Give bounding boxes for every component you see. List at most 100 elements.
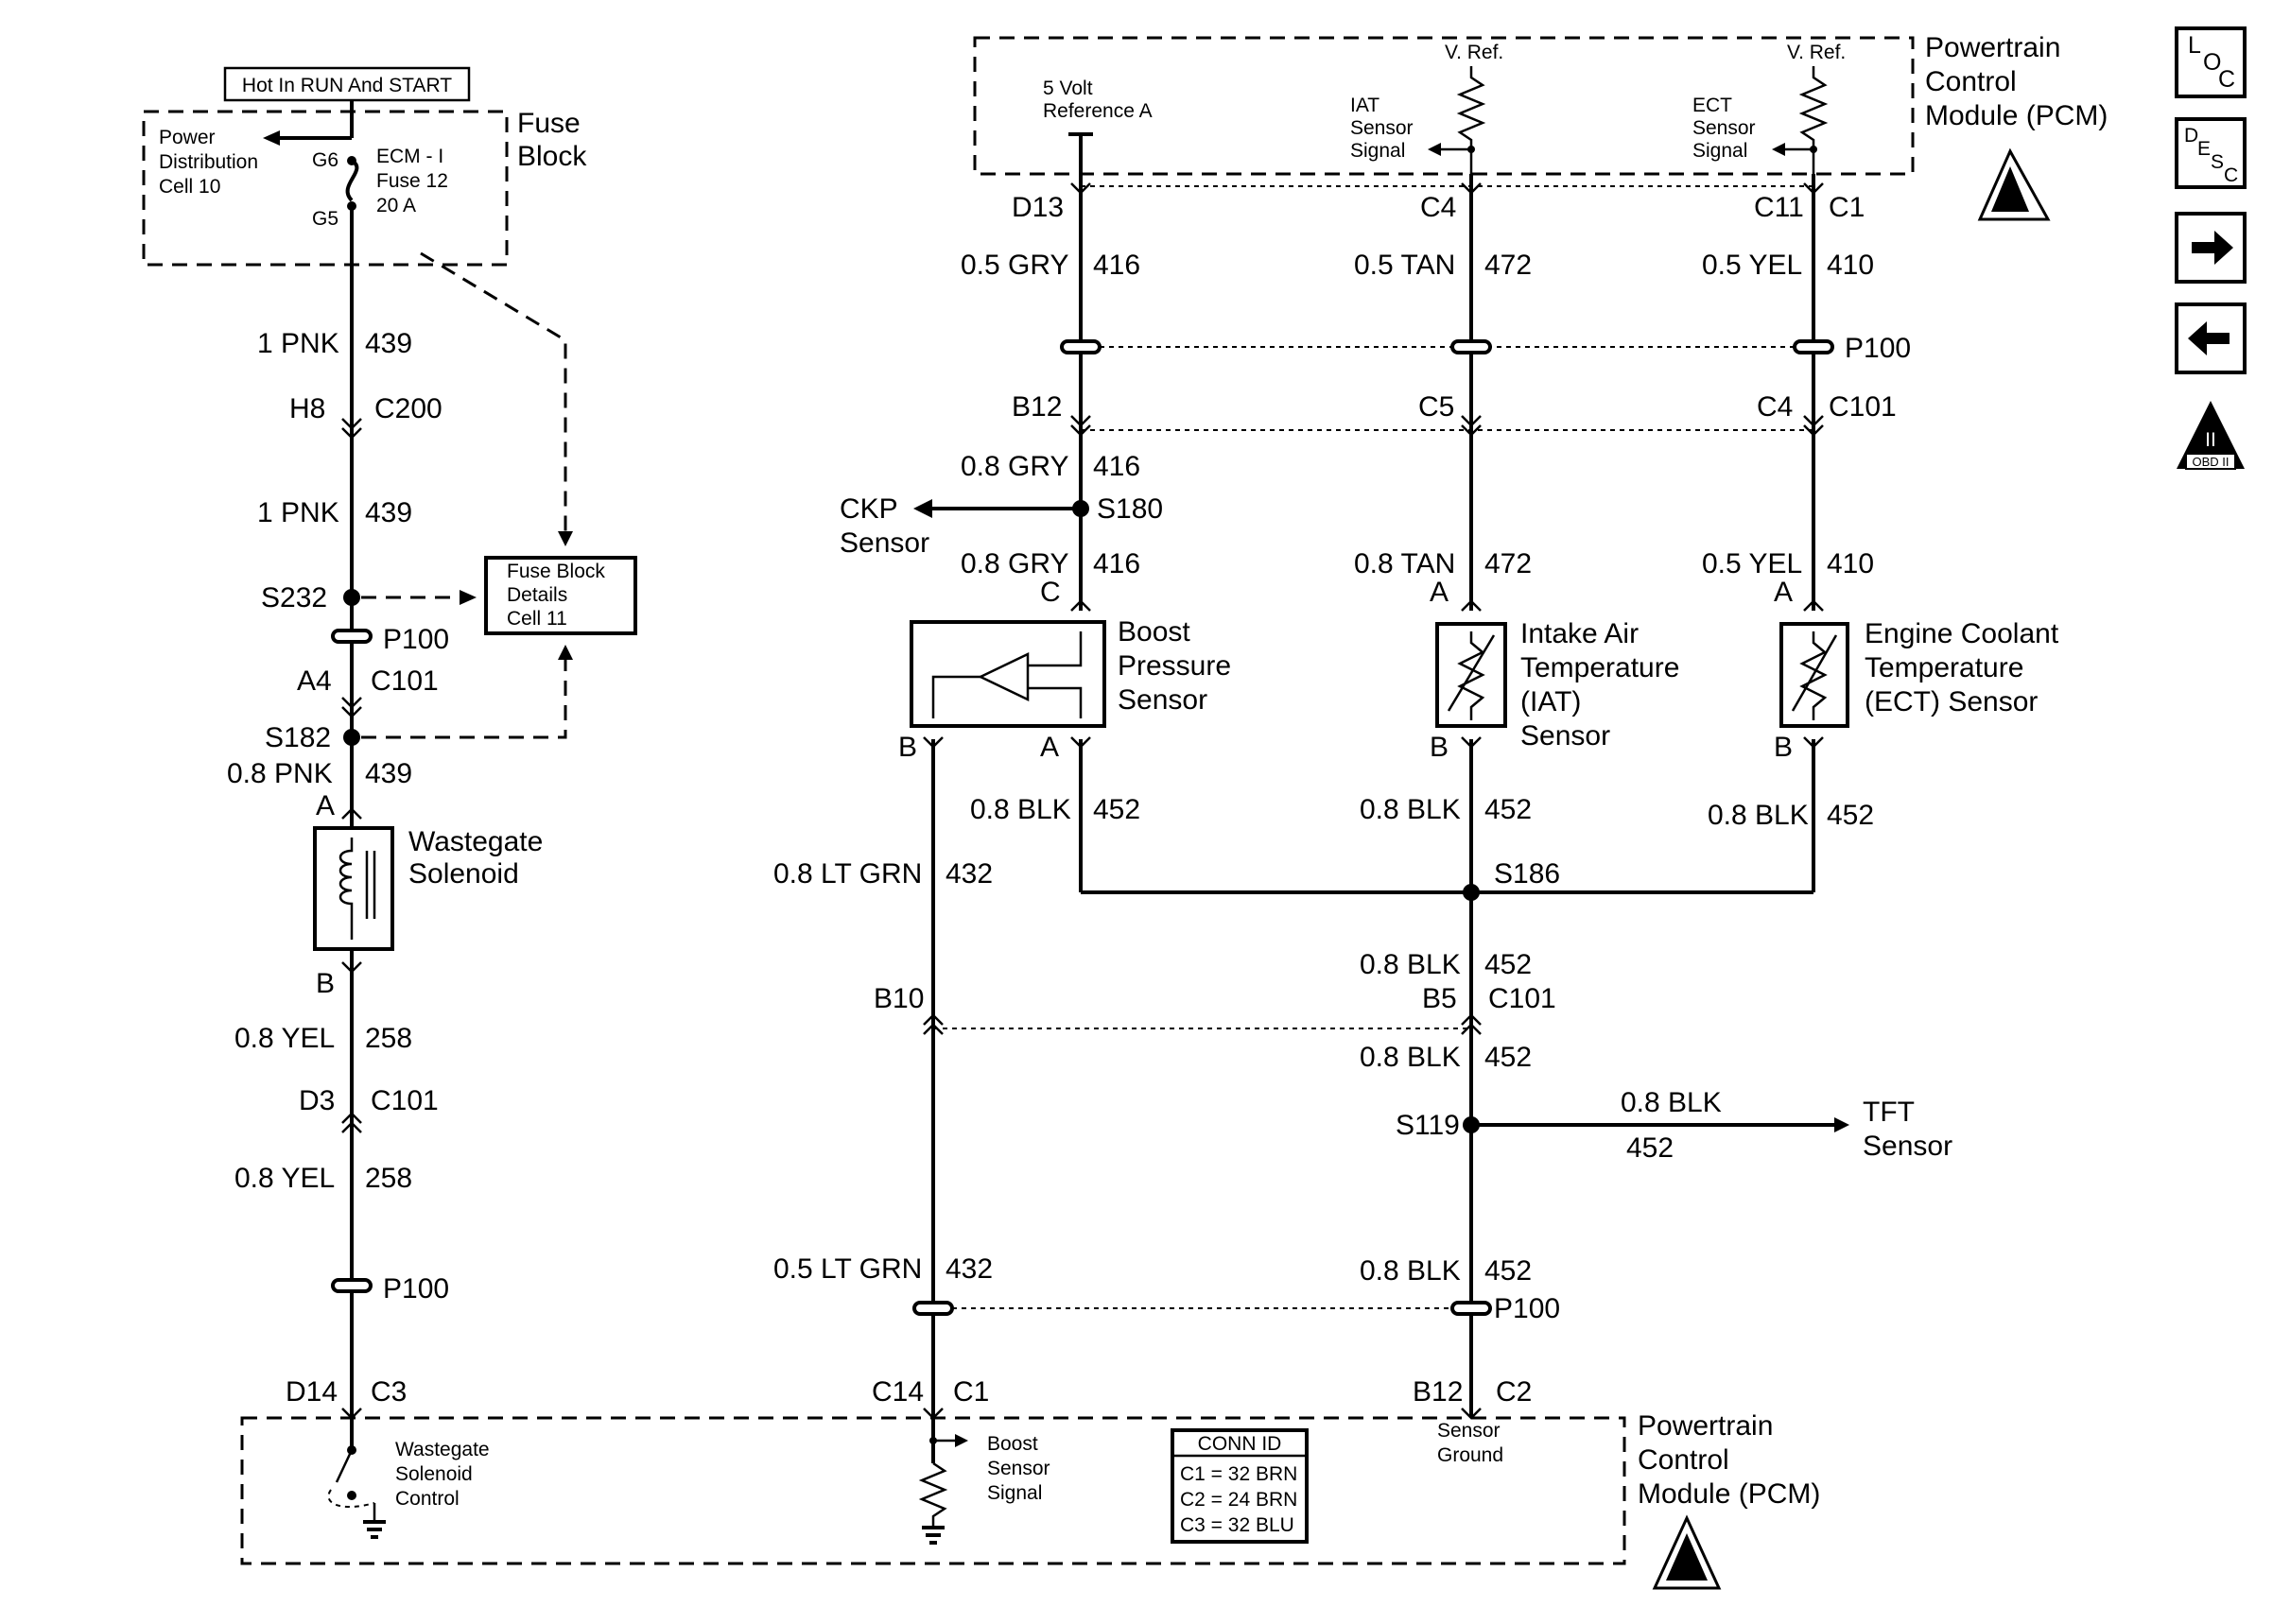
svg-text:0.8 BLK: 0.8 BLK — [1708, 800, 1809, 831]
svg-text:472: 472 — [1484, 548, 1532, 579]
svg-text:C4: C4 — [1420, 192, 1456, 223]
arrow-left-icon — [2188, 321, 2230, 355]
pcm-top: Powertrain Control Module (PCM) 5 Volt R… — [973, 32, 2108, 221]
svg-text:0.8 BLK: 0.8 BLK — [1360, 1255, 1461, 1287]
svg-text:0.8 YEL: 0.8 YEL — [234, 1163, 335, 1194]
svg-text:0.8 BLK: 0.8 BLK — [1621, 1087, 1722, 1118]
svg-text:0.5 LT GRN: 0.5 LT GRN — [773, 1253, 922, 1285]
svg-text:Fuse Block: Fuse Block — [507, 561, 605, 582]
location-icon-button[interactable]: L O C — [2175, 26, 2247, 98]
esd-warning-icon — [1977, 147, 2051, 221]
sensor-ground-label: Sensor — [1437, 1420, 1501, 1442]
svg-text:20 A: 20 A — [376, 195, 416, 216]
solenoid-coil-icon — [338, 838, 354, 940]
pdc-label: Power — [159, 127, 216, 148]
svg-text:439: 439 — [365, 328, 412, 359]
pcm-bottom: Powertrain Control Module (PCM) Wastegat… — [240, 1410, 1820, 1590]
svg-text:G5: G5 — [312, 208, 338, 230]
svg-text:B5: B5 — [1422, 983, 1457, 1014]
svg-text:D13: D13 — [1012, 192, 1064, 223]
wastegate-control-label: Wastegate — [395, 1439, 490, 1460]
arrow-right-icon — [460, 590, 477, 605]
svg-text:439: 439 — [365, 497, 412, 528]
svg-text:B: B — [898, 732, 917, 763]
svg-text:Module (PCM): Module (PCM) — [1925, 100, 2108, 131]
pcm-top-title: Powertrain — [1925, 32, 2060, 63]
svg-text:410: 410 — [1827, 250, 1874, 281]
svg-text:452: 452 — [1484, 949, 1532, 980]
svg-text:0.5 YEL: 0.5 YEL — [1702, 548, 1802, 579]
svg-text:452: 452 — [1484, 1255, 1532, 1287]
svg-text:Details: Details — [507, 584, 567, 606]
svg-text:IAT: IAT — [1350, 95, 1379, 116]
svg-text:416: 416 — [1093, 548, 1140, 579]
svg-text:258: 258 — [365, 1023, 412, 1054]
svg-text:0.8 LT GRN: 0.8 LT GRN — [773, 858, 922, 890]
svg-text:C101: C101 — [1488, 983, 1556, 1014]
ckp-sensor-label: CKP — [840, 493, 898, 525]
svg-text:452: 452 — [1626, 1132, 1674, 1164]
svg-text:1 PNK: 1 PNK — [257, 328, 339, 359]
svg-text:D3: D3 — [299, 1085, 335, 1116]
boost-pressure-sensor-box — [910, 620, 1106, 728]
svg-text:Reference A: Reference A — [1043, 100, 1153, 122]
svg-text:(IAT): (IAT) — [1520, 686, 1581, 717]
arrow-left-icon — [1834, 1117, 1849, 1132]
svg-text:A: A — [1040, 732, 1059, 763]
svg-text:416: 416 — [1093, 451, 1140, 482]
svg-text:Signal: Signal — [1350, 140, 1405, 162]
svg-text:416: 416 — [1093, 250, 1140, 281]
thermistor-icon — [1457, 631, 1485, 720]
svg-text:0.8 BLK: 0.8 BLK — [1360, 794, 1461, 825]
svg-text:OBD II: OBD II — [2192, 455, 2229, 469]
side-icon-bar: L O C D E S C II OBD II — [2175, 26, 2247, 470]
svg-text:Cell 11: Cell 11 — [507, 608, 567, 630]
svg-text:452: 452 — [1827, 800, 1874, 831]
svg-text:B12: B12 — [1413, 1376, 1463, 1408]
svg-text:0.8 PNK: 0.8 PNK — [227, 758, 333, 789]
svg-text:C101: C101 — [1829, 391, 1897, 423]
splice-s232 — [343, 589, 360, 606]
next-page-button[interactable] — [2175, 212, 2247, 284]
svg-text:Sensor: Sensor — [840, 527, 929, 559]
wastegate-solenoid-label: Wastegate — [408, 826, 543, 857]
svg-text:Sensor: Sensor — [1118, 684, 1207, 716]
svg-text:Distribution: Distribution — [159, 151, 258, 173]
svg-text:CONN ID: CONN ID — [1198, 1433, 1282, 1455]
wastegate-solenoid-box — [313, 826, 394, 951]
5v-reference-label: 5 Volt — [1043, 78, 1093, 99]
svg-text:E: E — [2197, 138, 2211, 160]
previous-page-button[interactable] — [2175, 302, 2247, 374]
svg-text:Sensor: Sensor — [1692, 117, 1756, 139]
svg-text:P100: P100 — [1494, 1293, 1560, 1324]
svg-text:B10: B10 — [874, 983, 924, 1014]
obd-ii-icon[interactable]: II OBD II — [2177, 401, 2245, 470]
description-icon-button[interactable]: D E S C — [2175, 117, 2247, 189]
svg-text:1 PNK: 1 PNK — [257, 497, 339, 528]
p100-connector-icon — [331, 629, 373, 644]
svg-text:0.8 BLK: 0.8 BLK — [1360, 949, 1461, 980]
svg-text:D: D — [2184, 125, 2198, 147]
svg-text:0.8 GRY: 0.8 GRY — [961, 451, 1069, 482]
svg-text:472: 472 — [1484, 250, 1532, 281]
svg-text:0.8 GRY: 0.8 GRY — [961, 548, 1069, 579]
arrow-left-icon — [263, 130, 280, 146]
svg-text:G6: G6 — [312, 149, 338, 171]
svg-text:439: 439 — [365, 758, 412, 789]
fuse-name-label: ECM - I — [376, 146, 443, 167]
sensor-circuits: D13 C4 C11 C1 0.5 GRY 416 0.5 TAN 472 0.… — [773, 174, 2059, 1420]
svg-text:Block: Block — [517, 141, 587, 172]
svg-text:S180: S180 — [1097, 493, 1163, 525]
svg-text:S182: S182 — [265, 722, 331, 753]
svg-text:C: C — [2218, 66, 2235, 93]
svg-text:452: 452 — [1093, 794, 1140, 825]
arrow-down-icon — [558, 531, 573, 546]
svg-text:S232: S232 — [261, 582, 327, 613]
svg-text:Signal: Signal — [987, 1482, 1042, 1504]
svg-text:L: L — [2188, 32, 2201, 59]
svg-text:452: 452 — [1484, 794, 1532, 825]
svg-text:C2: C2 — [1496, 1376, 1532, 1408]
svg-text:II: II — [2205, 429, 2216, 451]
switch-icon — [335, 1449, 354, 1483]
